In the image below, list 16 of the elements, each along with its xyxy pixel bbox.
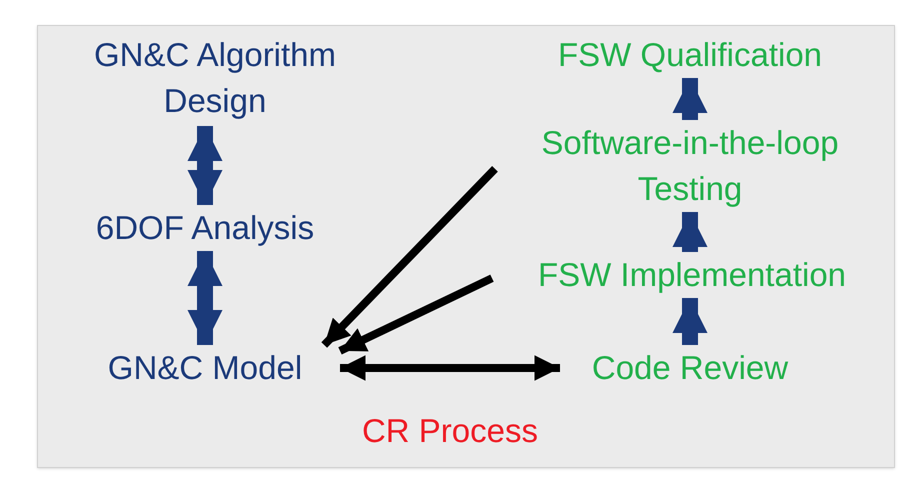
- step-label: Software-in-the-loop Testing: [495, 120, 885, 212]
- step-label: FSW Qualification: [505, 32, 875, 78]
- arrow: [187, 251, 223, 345]
- arrow: [321, 166, 498, 348]
- arrow: [672, 212, 708, 252]
- arrow: [187, 126, 223, 205]
- arrow: [672, 298, 708, 345]
- step-label: Code Review: [560, 345, 820, 391]
- step-label: GN&C Model: [70, 345, 340, 391]
- process-note: CR Process: [360, 411, 540, 451]
- arrow: [672, 78, 708, 120]
- step-label: FSW Implementation: [492, 252, 892, 298]
- arrow: [340, 355, 560, 381]
- step-label: GN&C Algorithm Design: [40, 30, 390, 126]
- arrow: [338, 274, 494, 354]
- step-label: 6DOF Analysis: [60, 205, 350, 251]
